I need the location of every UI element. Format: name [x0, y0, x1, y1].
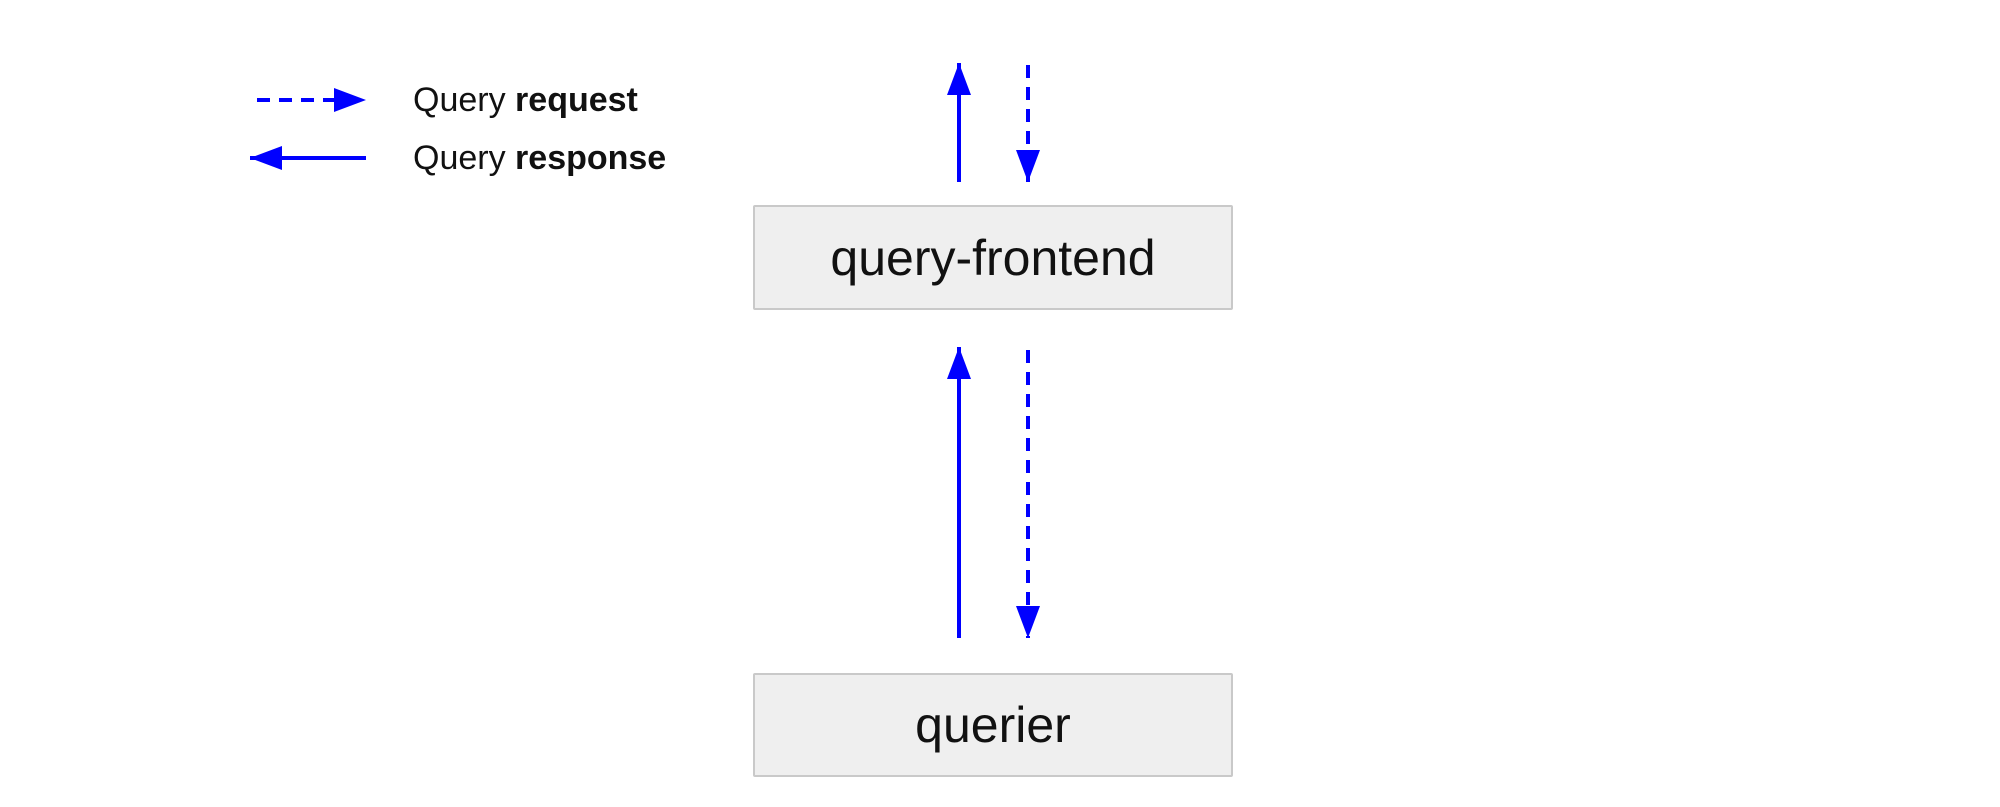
legend-label-query-request: Query request: [413, 81, 638, 120]
legend-text-normal: Query: [413, 138, 516, 177]
legend-item-query-response: Query response: [248, 129, 666, 187]
legend-text-bold: response: [515, 138, 667, 177]
node-querier: querier: [753, 673, 1233, 777]
legend-label-query-response: Query response: [413, 139, 666, 178]
legend-item-query-request: Query request: [248, 71, 666, 129]
legend-text-bold: request: [515, 80, 638, 119]
legend-text-normal: Query: [413, 80, 516, 119]
dashed-right-arrow-icon: [257, 88, 366, 112]
node-query-frontend: query-frontend: [753, 205, 1233, 310]
solid-left-arrow-icon: [250, 146, 366, 170]
legend: Query request Query response: [248, 71, 666, 187]
